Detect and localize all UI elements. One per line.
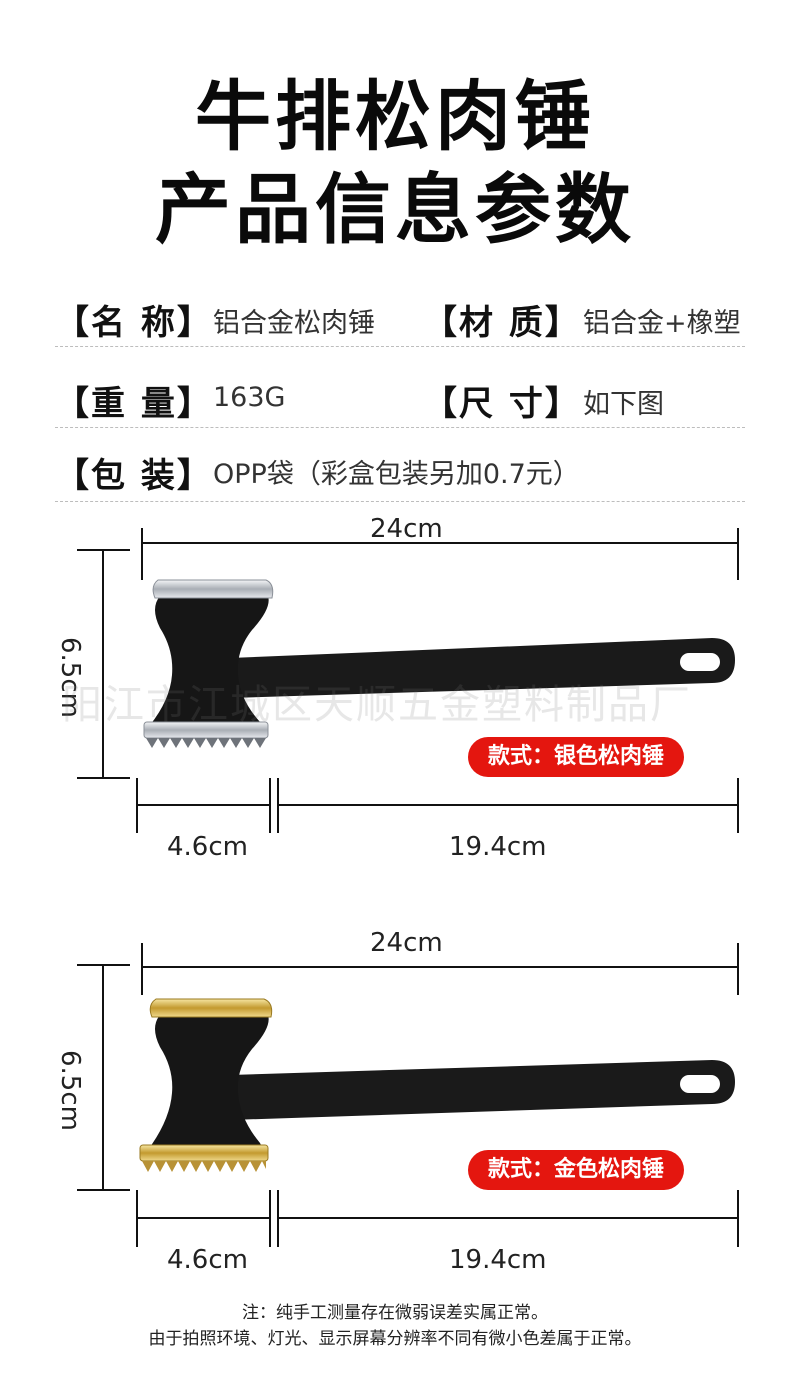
- weight-label: 【重 量】: [55, 384, 213, 424]
- note-line-1: 注：纯手工测量存在微弱误差实属正常。: [242, 1303, 548, 1323]
- row-divider: [55, 501, 745, 502]
- watermark: 阳江市江城区天顺五金塑料制品厂: [62, 682, 692, 728]
- size-label: 【尺 寸】: [423, 384, 581, 424]
- row-divider: [55, 427, 745, 428]
- gold-hammer-diagram: [77, 943, 739, 1247]
- hammer-handle: [230, 1060, 735, 1120]
- gold-bottom-ring: [139, 1144, 269, 1162]
- silver-handle-length: 19.4cm: [449, 832, 547, 862]
- gold-height: 6.5cm: [55, 1050, 85, 1131]
- silver-total-length: 24cm: [370, 514, 443, 544]
- note-line-2: 由于拍照环境、灯光、显示屏幕分辨率不同有微小色差属于正常。: [148, 1329, 642, 1349]
- page-title: 牛排松肉锤: [195, 72, 595, 161]
- tenderizer-teeth: [146, 738, 266, 748]
- tenderizer-teeth: [142, 1161, 266, 1172]
- name-label: 【名 称】: [55, 303, 213, 343]
- package-label: 【包 装】: [55, 456, 213, 496]
- row-divider: [55, 346, 745, 347]
- size-value: 如下图: [583, 389, 664, 420]
- hammer-head: [150, 1015, 269, 1147]
- silver-top-ring: [152, 579, 274, 599]
- gold-top-ring: [149, 998, 273, 1018]
- gold-style-badge: 款式：金色松肉锤: [468, 1150, 685, 1190]
- package-value: OPP袋（彩盒包装另加0.7元）: [213, 459, 580, 490]
- weight-value: 163G: [213, 382, 286, 413]
- hammer-handle: [230, 638, 735, 698]
- spec-row-package: 【包 装】 OPP袋（彩盒包装另加0.7元）: [55, 442, 745, 502]
- material-label: 【材 质】: [423, 303, 581, 343]
- material-value: 铝合金+橡塑: [583, 308, 741, 339]
- spec-row-name-material: 【名 称】 铝合金松肉锤 【材 质】 铝合金+橡塑: [55, 287, 745, 347]
- hammer-head: [150, 596, 269, 725]
- silver-head-width: 4.6cm: [167, 832, 248, 862]
- hang-hole: [680, 653, 720, 671]
- silver-style-badge: 款式：银色松肉锤: [468, 737, 685, 777]
- gold-handle-length: 19.4cm: [449, 1245, 547, 1275]
- silver-hammer-diagram: [77, 528, 739, 833]
- gold-head-width: 4.6cm: [167, 1245, 248, 1275]
- name-value: 铝合金松肉锤: [213, 308, 375, 339]
- page-subtitle: 产品信息参数: [155, 165, 635, 254]
- spec-row-weight-size: 【重 量】 163G 【尺 寸】 如下图: [55, 368, 745, 428]
- gold-total-length: 24cm: [370, 928, 443, 958]
- hang-hole: [680, 1075, 720, 1093]
